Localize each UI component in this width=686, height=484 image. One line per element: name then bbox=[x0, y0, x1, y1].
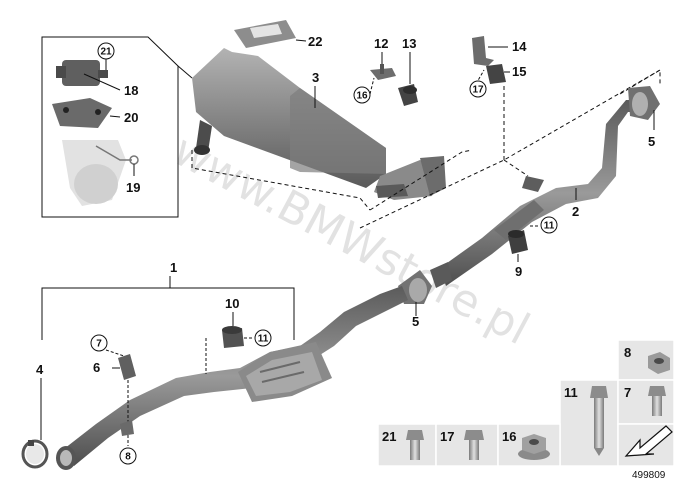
bracket-1 bbox=[41, 287, 295, 340]
callout-6: 6 bbox=[93, 360, 100, 375]
circled-ref-16: 16 bbox=[353, 86, 371, 104]
svg-text:11: 11 bbox=[258, 334, 269, 345]
callout-22: 22 bbox=[308, 34, 322, 49]
callout-1: 1 bbox=[170, 260, 177, 275]
circled-ref-17: 17 bbox=[469, 80, 487, 98]
callout-13: 13 bbox=[402, 36, 416, 51]
clamp-5-middle-part bbox=[398, 262, 452, 304]
vacuum-valve-part bbox=[56, 60, 108, 86]
rubber-mount-10-part bbox=[222, 326, 244, 348]
svg-text:17: 17 bbox=[472, 85, 484, 96]
leader-18 bbox=[83, 73, 121, 91]
leader-inset bbox=[177, 65, 193, 79]
bolt-17-icon bbox=[464, 430, 484, 460]
hanger-14-part bbox=[472, 36, 494, 66]
inset-frame bbox=[41, 36, 179, 218]
panel-label-17: 17 bbox=[440, 429, 454, 444]
callout-15: 15 bbox=[512, 64, 526, 79]
panel-label-16: 16 bbox=[502, 429, 516, 444]
catalog-number: 499809 bbox=[632, 470, 666, 481]
circled-ref-21: 21 bbox=[97, 42, 115, 60]
valve-housing-ghost bbox=[62, 140, 139, 206]
dashed-muffler-outline bbox=[191, 69, 661, 229]
rubber-mount-15-part bbox=[486, 64, 506, 84]
hanger-12-part bbox=[370, 64, 396, 80]
callout-20: 20 bbox=[124, 110, 138, 125]
svg-text:16: 16 bbox=[356, 91, 368, 102]
centre-pipe-part bbox=[440, 100, 640, 286]
heat-shield-part bbox=[234, 20, 296, 48]
panel-label-7: 7 bbox=[624, 385, 631, 400]
leader-16 bbox=[369, 77, 375, 95]
panel-label-8: 8 bbox=[624, 345, 631, 360]
callout-19: 19 bbox=[126, 180, 140, 195]
panel-label-11: 11 bbox=[564, 385, 578, 400]
bolt-21-icon bbox=[406, 430, 424, 460]
direction-arrow-icon bbox=[624, 425, 673, 457]
callout-5-middle: 5 bbox=[412, 314, 419, 329]
circled-ref-8: 8 bbox=[119, 447, 137, 465]
clamp-4-part bbox=[21, 439, 49, 469]
hardware-panel: 8 11 7 21 17 bbox=[377, 339, 675, 467]
dashed-connector-rear bbox=[619, 69, 661, 95]
callout-3: 3 bbox=[312, 70, 319, 85]
callout-4: 4 bbox=[36, 362, 44, 377]
front-pipe-part bbox=[56, 286, 408, 470]
callout-12: 12 bbox=[374, 36, 388, 51]
callout-5-rear: 5 bbox=[648, 134, 655, 149]
rubber-mount-9-part bbox=[508, 230, 528, 254]
hanger-pin-part bbox=[120, 420, 134, 436]
dashed-connector-hanger bbox=[503, 159, 529, 177]
clamp-5-rear-part bbox=[628, 86, 660, 120]
rear-muffler-part bbox=[192, 48, 446, 200]
bracket-6-part bbox=[118, 354, 136, 380]
callout-10: 10 bbox=[225, 296, 239, 311]
circled-ref-11-upper: 11 bbox=[540, 216, 558, 234]
svg-text:21: 21 bbox=[100, 47, 112, 58]
circled-ref-7: 7 bbox=[90, 334, 108, 352]
valve-bracket-part bbox=[52, 98, 112, 128]
svg-text:7: 7 bbox=[96, 339, 102, 350]
callout-18: 18 bbox=[124, 83, 138, 98]
bolt-11-icon bbox=[590, 386, 608, 456]
callout-14: 14 bbox=[512, 39, 527, 54]
leader-22 bbox=[295, 39, 307, 42]
callout-2: 2 bbox=[572, 204, 579, 219]
leader-7 bbox=[105, 349, 125, 357]
circled-ref-11-lower: 11 bbox=[254, 329, 272, 347]
svg-text:11: 11 bbox=[544, 221, 555, 232]
rubber-mount-13-part bbox=[398, 84, 418, 106]
svg-text:8: 8 bbox=[125, 452, 131, 463]
panel-label-21: 21 bbox=[382, 429, 396, 444]
nut-8-icon bbox=[648, 352, 670, 374]
callout-9: 9 bbox=[515, 264, 522, 279]
flange-nut-16-icon bbox=[518, 434, 550, 460]
bolt-7-icon bbox=[648, 386, 666, 416]
leader-20 bbox=[109, 115, 121, 118]
